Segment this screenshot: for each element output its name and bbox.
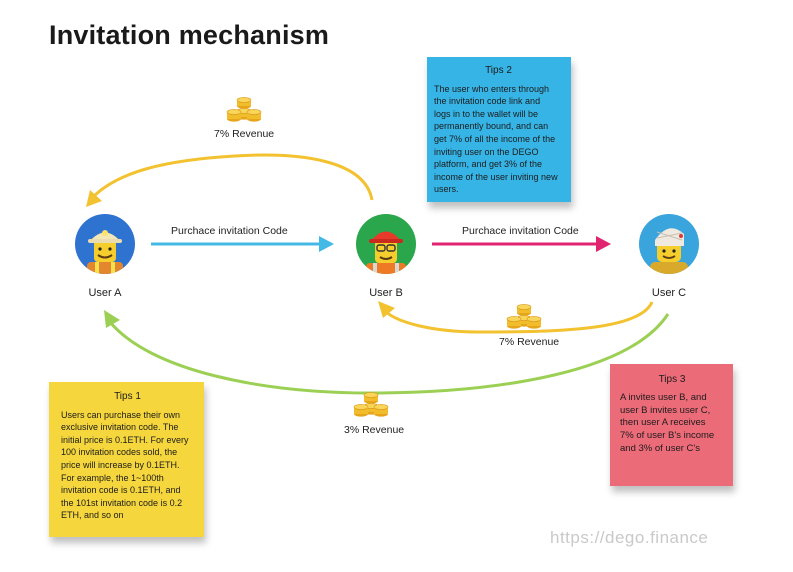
tips-1-line: the 101st invitation code is 0.2: [61, 497, 183, 508]
tips-3-line: then user A receives: [620, 417, 706, 429]
coin-stack-icon: [506, 303, 542, 330]
tips-2-note: Tips 2 The user who enters through the i…: [427, 57, 571, 202]
tips-1-line: initial price is 0.1ETH. For every: [61, 434, 189, 445]
arrow-label-b-to-c: Purchace invitation Code: [462, 225, 579, 237]
tips-2-title: Tips 2: [485, 65, 512, 76]
tips-1-note: Tips 1 Users can purchase their own excl…: [49, 382, 204, 537]
revenue-label-top: 7% Revenue: [214, 128, 275, 140]
tips-1-line: For example, the 1~100th: [61, 472, 164, 483]
page-title: Invitation mechanism: [49, 20, 330, 50]
revenue-label-c-to-a: 3% Revenue: [344, 424, 405, 436]
tips-1-line: Users can purchase their own: [61, 409, 181, 420]
coin-stack-icon: [353, 391, 389, 418]
tips-2-line: The user who enters through: [434, 83, 550, 94]
tips-3-note: Tips 3 A invites user B, and user B invi…: [610, 364, 733, 486]
tips-2-line: logs in to the wallet will be: [434, 108, 539, 119]
tips-1-line: exclusive invitation code. The: [61, 422, 179, 433]
tips-1-line: ETH, and so on: [61, 510, 124, 521]
tips-1-title: Tips 1: [114, 391, 141, 402]
watermark: https://dego.finance: [550, 528, 709, 547]
arrow-b-to-c: [432, 236, 611, 252]
user-b-avatar: [356, 214, 416, 274]
tips-2-line: inviting user on the DEGO: [434, 146, 539, 157]
user-a-avatar: [75, 214, 135, 274]
tips-2-line: the invitation code link and: [434, 96, 541, 107]
user-a-label: User A: [88, 287, 122, 299]
coin-stack-icon: [226, 96, 262, 123]
tips-2-line: platform, and get 3% of the: [434, 159, 543, 170]
tips-2-line: income of the user inviting new: [434, 171, 558, 182]
arrow-a-to-b: [151, 236, 334, 252]
tips-3-title: Tips 3: [658, 374, 686, 385]
tips-3-line: A invites user B, and: [620, 391, 707, 403]
tips-3-line: 7% of user B's income: [620, 430, 715, 442]
arrow-revenue-c-to-a: [104, 310, 670, 395]
tips-3-line: user B invites user C,: [620, 404, 711, 416]
user-c-label: User C: [651, 287, 687, 299]
user-c-avatar: [639, 214, 699, 274]
user-b-label: User B: [369, 287, 403, 299]
revenue-label-c-to-b: 7% Revenue: [499, 336, 560, 348]
arrow-revenue-b-to-a: [86, 153, 374, 207]
arrow-revenue-c-to-b: [378, 301, 654, 334]
tips-1-line: invitation code is 0.1ETH, and: [61, 485, 181, 496]
tips-1-line: 100 invitation codes sold, the: [61, 447, 178, 458]
arrow-label-a-to-b: Purchace invitation Code: [171, 225, 288, 237]
tips-1-line: price will increase by 0.1ETH.: [61, 459, 180, 470]
tips-3-line: and 3% of user C's: [620, 442, 700, 454]
tips-2-line: permanently bound, and can: [434, 121, 549, 132]
tips-2-line: get 7% of all the income of the: [434, 133, 556, 144]
tips-2-line: users.: [434, 184, 459, 195]
